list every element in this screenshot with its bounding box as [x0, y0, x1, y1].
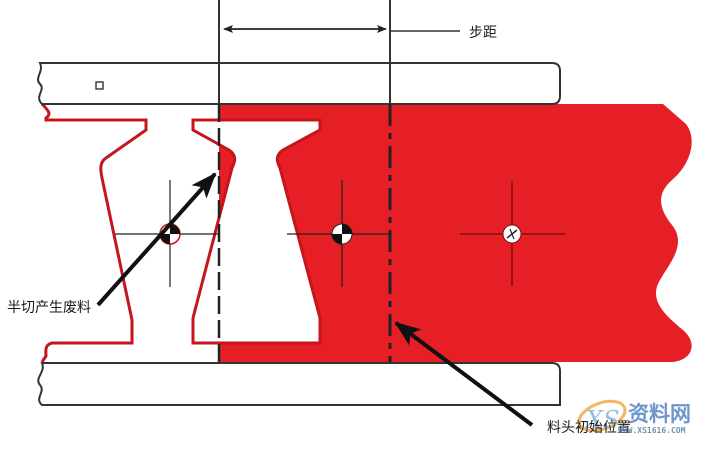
- top-guide-strip: [37, 62, 561, 105]
- blank-middle: [191, 118, 322, 345]
- half-cut-scrap-arrow: [96, 172, 217, 307]
- half-cut-scrap-label: 半切产生废料: [7, 300, 91, 316]
- watermark-brand: 资料网: [628, 402, 691, 426]
- small-square-marker: [95, 81, 104, 90]
- red-strip: [219, 104, 692, 362]
- bottom-guide-strip: [37, 362, 561, 406]
- scrap-outline-left: [40, 102, 148, 363]
- pilot-centre-mark-3: [460, 181, 565, 286]
- watermark-logo: XS: [577, 399, 627, 434]
- pilot-centre-mark-2: [287, 180, 390, 287]
- strip-start-arrow: [394, 321, 534, 427]
- watermark-url: WWW.XS1616.COM: [618, 426, 686, 435]
- watermark-logo-text: XS: [584, 406, 620, 434]
- strip-start-position-label: 料头初始位置: [547, 420, 631, 436]
- pitch-label: 步距: [469, 25, 497, 41]
